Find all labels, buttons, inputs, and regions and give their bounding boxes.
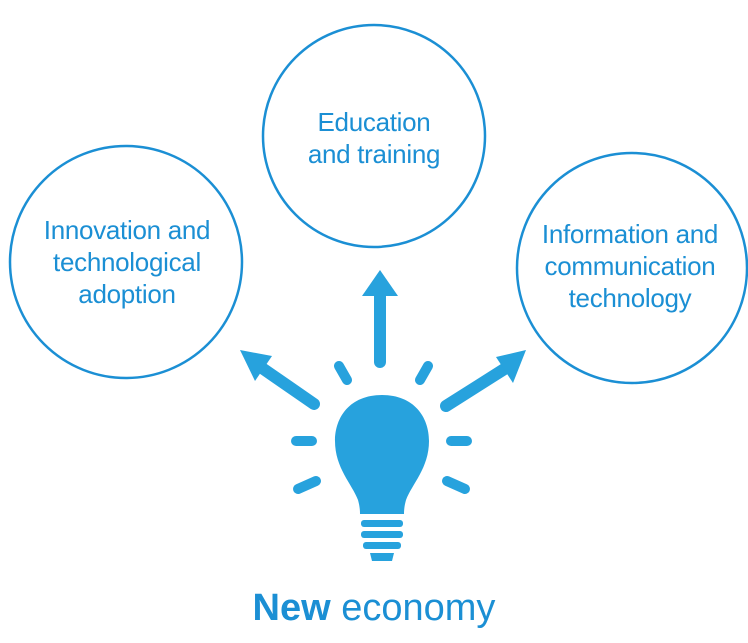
arrow-left <box>240 350 320 410</box>
node-ict: Information and communication technology <box>514 214 746 318</box>
node-innovation-line-2: technological <box>53 247 201 277</box>
node-innovation-line-1: Innovation and <box>43 215 211 245</box>
circle-education-training <box>261 23 487 249</box>
arrow-right <box>440 350 526 412</box>
node-education-line-1: Education <box>317 107 431 137</box>
node-innovation-line-3: adoption <box>78 279 176 309</box>
node-education-training: Education and training <box>262 98 486 178</box>
circle-ict <box>515 151 748 385</box>
circle-innovation-adoption <box>8 144 244 380</box>
node-education-line-2: and training <box>307 139 441 169</box>
node-innovation-adoption: Innovation and technological adoption <box>12 210 242 314</box>
title-rest: economy <box>330 587 496 629</box>
light-rays <box>291 361 472 494</box>
node-ict-line-1: Information and <box>541 219 719 249</box>
node-ict-line-2: communication <box>544 251 716 281</box>
node-ict-line-3: technology <box>568 283 692 313</box>
arrow-up <box>362 270 398 368</box>
diagram-title: New economy <box>0 585 748 631</box>
title-bold-word: New <box>252 587 331 629</box>
lightbulb-icon <box>335 395 429 561</box>
